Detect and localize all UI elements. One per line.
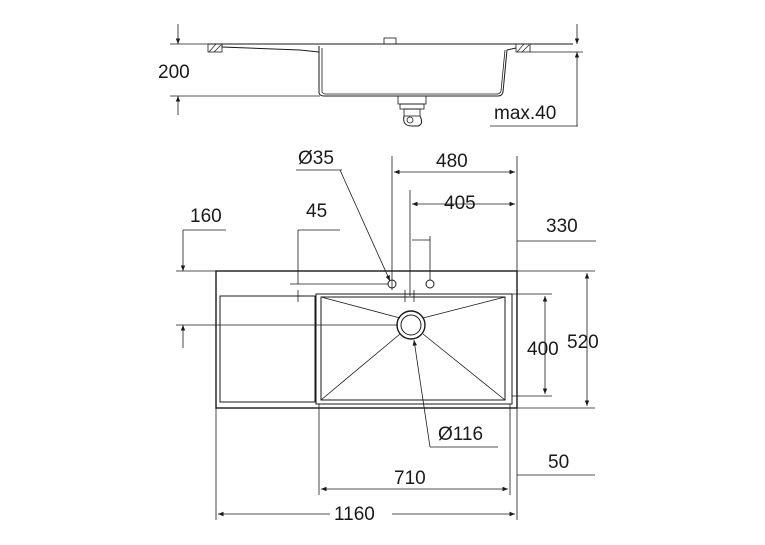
worktop-left-hatch xyxy=(207,43,223,53)
label-710: 710 xyxy=(394,468,426,489)
tap-stub xyxy=(383,37,397,45)
leader-dia35 xyxy=(339,169,391,282)
basin-inner-profile xyxy=(321,48,506,95)
label-200: 200 xyxy=(158,62,190,83)
label-330: 330 xyxy=(546,216,578,237)
label-50: 50 xyxy=(548,452,569,473)
label-160: 160 xyxy=(190,206,222,227)
tap-hole-2 xyxy=(425,279,435,289)
drainer-profile xyxy=(221,44,320,53)
label-1160-bg xyxy=(330,500,392,524)
waste-circle-inner xyxy=(400,314,422,336)
sink-outline xyxy=(215,270,518,409)
label-dia-116: Ø116 xyxy=(438,424,483,445)
label-45: 45 xyxy=(306,201,327,222)
side-section-view: 200 max.40 xyxy=(158,24,583,127)
label-1160: 1160 xyxy=(334,504,375,525)
label-405: 405 xyxy=(444,193,476,214)
basin-profile xyxy=(318,46,517,97)
label-520: 520 xyxy=(567,332,599,353)
bowl-outer xyxy=(315,293,513,405)
drainer-area xyxy=(219,295,316,403)
label-max-40: max.40 xyxy=(494,103,556,124)
waste-outlet xyxy=(397,95,427,127)
label-480: 480 xyxy=(436,151,468,172)
label-dia-35: Ø35 xyxy=(298,148,334,169)
bowl-inner xyxy=(320,296,506,401)
plan-view xyxy=(215,270,518,409)
plan-dimensions: 480 405 Ø35 160 45 330 400 xyxy=(176,148,599,525)
bowl-creases xyxy=(320,296,506,401)
worktop-right-hatch xyxy=(515,43,531,53)
label-400: 400 xyxy=(527,339,559,360)
leader-dia116 xyxy=(412,339,431,448)
